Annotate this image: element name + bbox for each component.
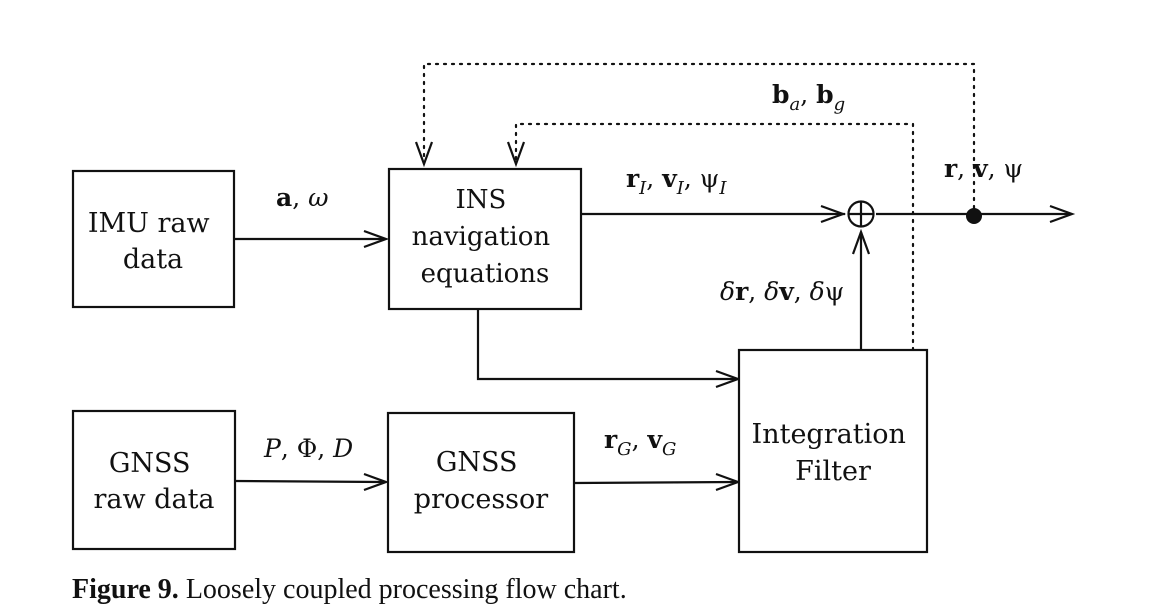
gnss-proc-label-line2: processor [414,484,549,515]
svg-text:INS navigation equ: INS navigation equations [412,185,559,289]
arrowhead [363,229,390,249]
gnss-observables-label: P, Φ, D [263,434,353,463]
svg-text:GNSS raw data: GNSS raw data [93,448,214,515]
imu-label-line1: IMU raw [88,208,210,239]
branch-point [966,208,982,224]
imu-raw-data-box: IMU raw data [71,169,236,309]
gnss-raw-label-line1: GNSS [109,448,191,479]
gnss-proc-label-line1: GNSS [436,447,518,478]
gnss-raw-data-box: GNSS raw data [71,409,237,551]
arrowhead [506,141,526,168]
svg-text:IMU raw data: IMU raw data [88,208,218,275]
arrowhead [363,472,390,492]
gnss-raw-to-processor-line [234,479,385,484]
corrected-output-label: r, v, ψ [944,154,1023,183]
filter-label-line1: Integration [752,419,906,450]
corrections-label: δr, δv, δψ [720,277,844,306]
processor-to-filter-line [573,480,737,485]
svg-text:Integration Filter: Integration Filter [752,419,915,487]
ins-label-line2: navigation [412,222,551,252]
bias-label: ba, bg [772,80,845,115]
arrowhead [414,141,434,168]
gnss-output-label: rG, vG [604,425,676,460]
arrowhead [820,204,847,224]
arrowhead [1049,204,1076,224]
imu-label-line2: data [123,244,183,275]
arrowhead [851,228,871,255]
figure-caption: Figure 9. Loosely coupled processing flo… [72,574,627,606]
ins-to-filter-line [476,309,736,381]
gnss-processor-box: GNSS processor [386,411,576,554]
ins-label-line1: INS [455,185,506,215]
filter-label-line2: Filter [795,456,871,487]
svg-text:GNSS processor: GNSS processor [414,447,549,515]
caption-label: Figure 9. [72,574,179,605]
integration-filter-box: Integration Filter [737,348,929,554]
imu-signal-label: a, ω [276,183,329,212]
ins-label-line3: equations [421,259,550,289]
ins-output-label: rI, vI, ψI [626,164,727,199]
outer-feedback-line [422,62,976,218]
bias-feedback-line [514,122,915,352]
summing-junction [847,200,875,228]
caption-text: Loosely coupled processing flow chart. [178,574,627,605]
gnss-raw-label-line2: raw data [93,484,214,515]
ins-navigation-box: INS navigation equations [387,167,583,311]
